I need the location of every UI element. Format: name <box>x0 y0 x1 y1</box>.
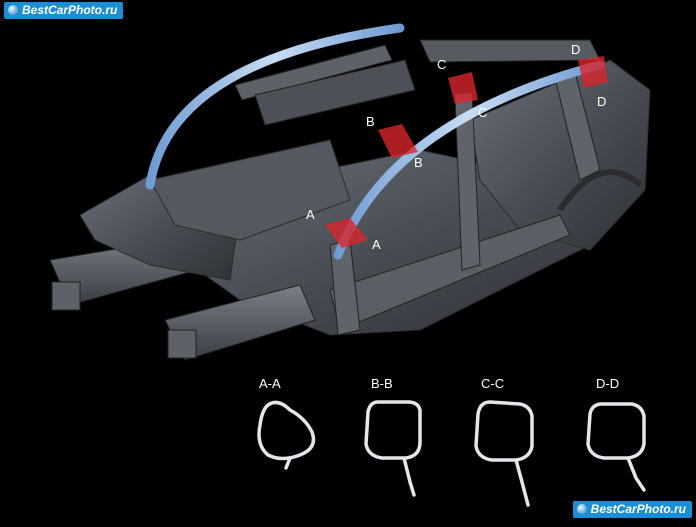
marker-d-2: D <box>597 94 606 109</box>
section-plane-b <box>378 124 418 158</box>
profile-label-dd: D-D <box>596 376 619 391</box>
watermark-logo-icon <box>576 504 587 514</box>
marker-a-1: A <box>306 207 315 222</box>
watermark-logo-icon <box>8 5 18 15</box>
section-plane-d <box>578 56 608 88</box>
profile-cc <box>474 400 534 507</box>
marker-b-2: B <box>414 155 423 170</box>
marker-a-2: A <box>372 237 381 252</box>
firewall <box>149 139 351 241</box>
watermark-top-text: BestCarPhoto.ru <box>22 3 118 17</box>
profile-label-aa: A-A <box>259 376 281 391</box>
section-plane-a <box>325 218 368 248</box>
profile-label-bb: B-B <box>371 376 393 391</box>
profile-dd <box>586 402 646 492</box>
profile-bb <box>364 400 422 497</box>
marker-c-2: C <box>478 105 487 120</box>
roof-tube-left <box>145 23 405 190</box>
marker-c-1: C <box>437 57 446 72</box>
watermark-bottom[interactable]: BestCarPhoto.ru <box>572 501 692 518</box>
rail-end-right <box>167 329 197 359</box>
watermark-bottom-text: BestCarPhoto.ru <box>590 502 686 516</box>
section-plane-c <box>448 72 478 104</box>
roof-crossmember-mid <box>254 59 416 126</box>
rail-end-left <box>51 281 81 311</box>
marker-b-1: B <box>366 114 375 129</box>
marker-d-1: D <box>571 42 580 57</box>
rear-structure <box>469 59 651 251</box>
rear-wheel-arch <box>557 169 642 212</box>
profile-label-cc: C-C <box>481 376 504 391</box>
watermark-top[interactable]: BestCarPhoto.ru <box>4 2 124 19</box>
profile-aa <box>257 400 316 470</box>
roof-tube-right <box>333 60 605 260</box>
roof-crossmember-front <box>234 44 393 101</box>
